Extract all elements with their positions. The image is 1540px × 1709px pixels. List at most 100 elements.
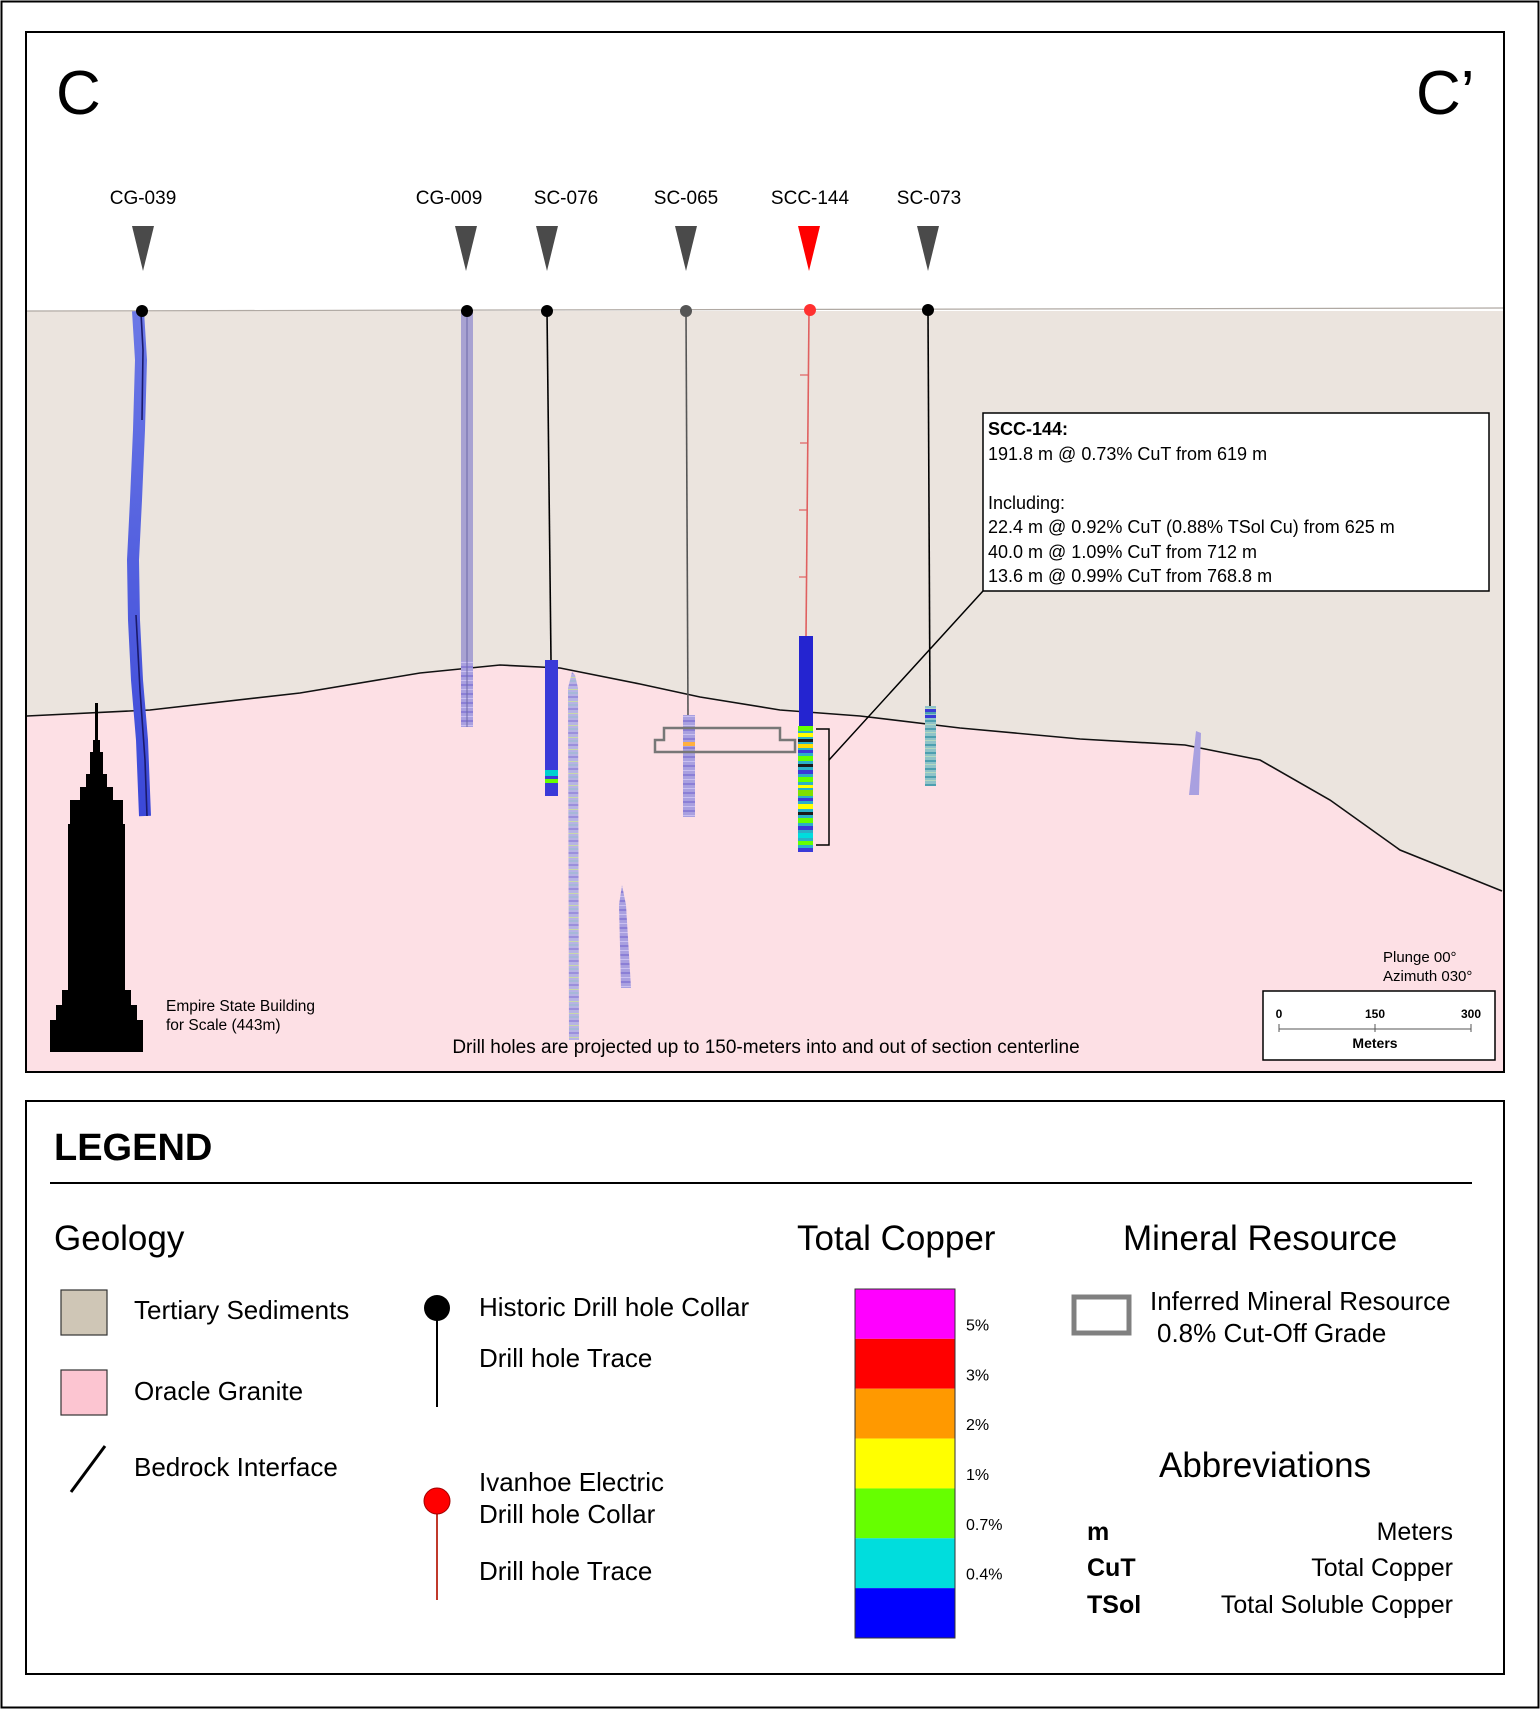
drill-hole-sc076 [541, 305, 558, 796]
plunge-label: Plunge 00° [1383, 949, 1457, 966]
drill-hole-cg009 [461, 305, 473, 727]
geology-heading: Geology [54, 1219, 185, 1258]
drill-hole-sc076-core [545, 660, 558, 796]
section-panel: C C’ CG-039 CG-009 SC-076 SC-065 SCC-144… [25, 31, 1505, 1073]
drill-hole-scc144 [798, 304, 984, 852]
drill-hole-sc076-grade-band [545, 770, 558, 776]
drill-hole-sc065-trace [685, 310, 689, 716]
total-copper-label: 3% [966, 1367, 989, 1384]
total-copper-band [855, 1438, 955, 1489]
projected-drill-hole-right [1189, 731, 1201, 795]
drill-hole-label-sc065: SC-065 [654, 188, 718, 209]
drill-hole-label-cg009: CG-009 [416, 188, 483, 209]
ivanhoe-collar-label-line1: Ivanhoe Electric [479, 1467, 664, 1497]
drill-hole-sc073-trace [927, 310, 931, 707]
drill-hole-cg039-trace [140, 312, 144, 421]
ivanhoe-collar-label-line2: Drill hole Collar [479, 1499, 656, 1529]
bedrock-interface-label: Bedrock Interface [134, 1452, 338, 1482]
total-copper-label: 5% [966, 1317, 989, 1334]
scale-building-label-line2: for Scale (443m) [166, 1017, 281, 1034]
abbr-m: m [1087, 1518, 1109, 1546]
scale-bar-label-150: 150 [1365, 1007, 1385, 1021]
scc144-callout: SCC-144: 191.8 m @ 0.73% CuT from 619 m … [982, 412, 1490, 592]
legend-panel: LEGEND Geology Tertiary Sediments Oracle… [25, 1100, 1505, 1675]
azimuth-label: Azimuth 030° [1383, 968, 1472, 985]
drill-hole-scc144-trace [805, 310, 810, 639]
drill-hole-cg039-core [126, 310, 151, 817]
drill-hole-cg039 [126, 305, 151, 817]
total-copper-label: 2% [966, 1417, 989, 1434]
projected-drill-hole-short [619, 885, 631, 988]
projected-drill-hole-long-core [568, 672, 579, 1040]
drill-hole-marker-sc076 [536, 226, 558, 271]
scale-bar-label-0: 0 [1276, 1007, 1283, 1021]
total-copper-band [855, 1588, 955, 1638]
abbreviations-heading: Abbreviations [1159, 1446, 1371, 1485]
abbr-tsol: TSol [1087, 1591, 1141, 1619]
empire-state-building-icon [50, 703, 143, 1052]
drill-hole-scc144-mineralized-interval [798, 726, 813, 852]
drill-hole-label-scc144: SCC-144 [771, 188, 850, 209]
drill-hole-sc076-collar [541, 305, 553, 317]
drill-hole-marker-scc144 [798, 226, 820, 271]
drill-hole-sc065 [680, 305, 695, 817]
inferred-resource-label-line2: 0.8% Cut-Off Grade [1157, 1318, 1386, 1348]
ivanhoe-collar-icon [423, 1487, 451, 1515]
scale-building-label-line1: Empire State Building [166, 998, 315, 1015]
total-copper-band [855, 1338, 955, 1389]
inferred-resource-icon [1071, 1294, 1132, 1336]
historic-collar-label: Historic Drill hole Collar [479, 1292, 750, 1322]
ivanhoe-trace-label: Drill hole Trace [479, 1556, 652, 1586]
historic-trace-label: Drill hole Trace [479, 1343, 652, 1373]
callout-leader-line [828, 590, 984, 761]
callout-title: SCC-144: [988, 419, 1068, 439]
callout-line-1: 191.8 m @ 0.73% CuT from 619 m [988, 444, 1267, 464]
total-copper-label: 1% [966, 1467, 989, 1484]
oracle-granite-swatch [60, 1369, 108, 1416]
scale-bar-unit: Meters [1352, 1035, 1397, 1051]
tertiary-sediments-label: Tertiary Sediments [134, 1295, 349, 1325]
total-copper-label: 0.7% [966, 1517, 1002, 1534]
topographic-surface [26, 307, 1504, 312]
total-copper-ramp-frame [854, 1288, 956, 1639]
section-start-label: C [56, 59, 101, 128]
total-copper-labels: 5%3%2%1%0.7%0.4% [966, 1317, 1002, 1583]
drill-hole-marker-cg009 [455, 226, 477, 271]
drill-hole-sc073-grade-band-2 [925, 715, 936, 718]
projected-drill-hole-short-core [619, 885, 631, 988]
abbr-m-meaning: Meters [1377, 1518, 1453, 1546]
drill-hole-sc073-grade-band [925, 709, 936, 712]
projection-note: Drill holes are projected up to 150-mete… [452, 1037, 1079, 1058]
total-copper-band [855, 1488, 955, 1539]
scc144-interval-bracket [816, 728, 830, 846]
section-end-label: C’ [1416, 59, 1475, 128]
callout-box [982, 412, 1490, 592]
drill-hole-scc144-core-upper [799, 636, 813, 726]
drill-hole-sc076-grade-band-2 [545, 779, 558, 783]
drill-hole-cg039-collar [136, 305, 148, 317]
drill-hole-sc065-core [683, 715, 695, 817]
tertiary-sediments-swatch [60, 1289, 108, 1336]
inferred-resource-label-line1: Inferred Mineral Resource [1150, 1286, 1451, 1316]
oracle-granite-label: Oracle Granite [134, 1376, 303, 1406]
oracle-granite-area [27, 665, 1503, 1071]
drill-hole-sc065-grade-band [683, 742, 695, 746]
drill-hole-sc076-trace [546, 310, 552, 661]
projected-drill-hole-long [568, 672, 579, 1040]
callout-line-3: 40.0 m @ 1.09% CuT from 712 m [988, 542, 1257, 562]
total-copper-color-ramp [854, 1288, 956, 1639]
mineral-resource-heading: Mineral Resource [1123, 1219, 1397, 1258]
drill-hole-sc065-collar [680, 305, 692, 317]
drill-hole-marker-cg039 [132, 226, 154, 271]
callout-including: Including: [988, 493, 1065, 513]
total-copper-band [855, 1388, 955, 1439]
drill-hole-cg039-trace-lower [135, 614, 148, 817]
drill-hole-marker-sc065 [675, 226, 697, 271]
legend-panel-border [25, 1100, 1505, 1675]
callout-line-4: 13.6 m @ 0.99% CuT from 768.8 m [988, 566, 1272, 586]
total-copper-heading: Total Copper [797, 1219, 996, 1258]
scale-bar-label-300: 300 [1461, 1007, 1481, 1021]
drill-hole-marker-sc073 [917, 226, 939, 271]
legend-title: LEGEND [54, 1127, 212, 1169]
